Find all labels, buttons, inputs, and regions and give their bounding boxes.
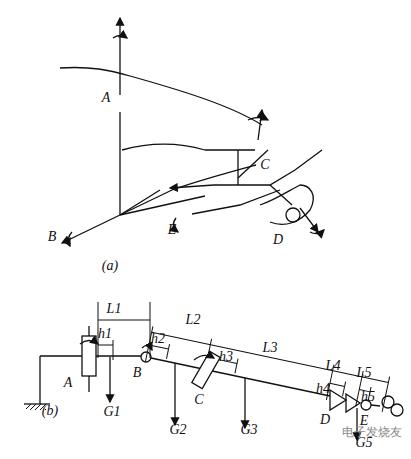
part-label: A xyxy=(102,91,111,105)
part-label: h2 xyxy=(151,332,165,346)
watermark: 电子发烧友 xyxy=(342,426,402,438)
part-label: G1 xyxy=(103,405,120,419)
part-label: L3 xyxy=(263,341,278,355)
part-label: h4 xyxy=(316,382,330,396)
part-label: h3 xyxy=(219,350,233,364)
part-label: L5 xyxy=(357,366,372,380)
part-label: h5 xyxy=(361,390,375,404)
part-label: h1 xyxy=(98,327,112,341)
part-label: (a) xyxy=(102,259,118,273)
part-label: G2 xyxy=(169,423,186,437)
part-label: A xyxy=(64,376,73,390)
part-label: G3 xyxy=(240,423,257,437)
part-label: L2 xyxy=(186,313,201,327)
part-label: B xyxy=(48,230,57,244)
part-label: (b) xyxy=(42,404,58,418)
part-label: B xyxy=(133,366,142,380)
part-label: G5 xyxy=(355,436,372,450)
part-label: L4 xyxy=(326,359,341,373)
part-label: E xyxy=(168,223,177,237)
part-label: D xyxy=(320,413,330,427)
part-label: C xyxy=(260,158,269,172)
part-label: D xyxy=(273,233,283,247)
part-label: L1 xyxy=(107,302,122,316)
part-label: C xyxy=(194,393,203,407)
